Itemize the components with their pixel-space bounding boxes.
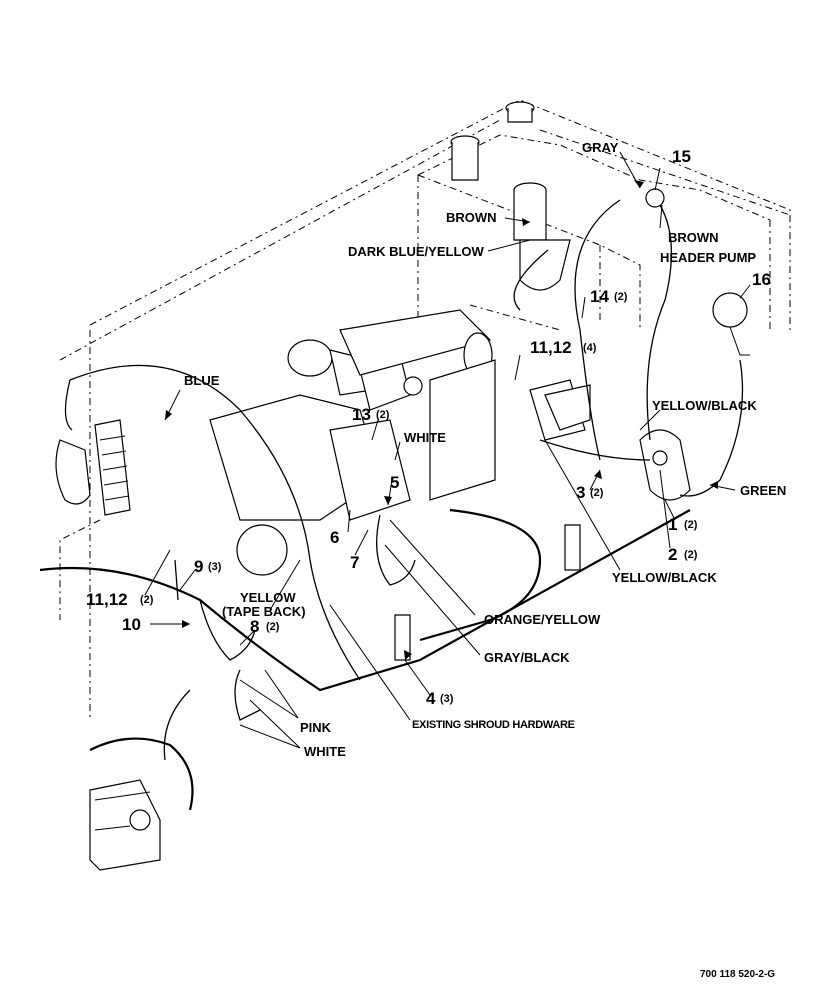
pump-assembly — [209, 309, 691, 576]
label-item-6: 6 — [330, 528, 339, 547]
label-item-8-qty: (2) — [266, 621, 280, 633]
terminal-strip — [55, 419, 131, 516]
figure-id: 700 118 520-2-G — [700, 969, 775, 980]
label-item-4-qty: (3) — [440, 693, 454, 705]
label-item-13-qty: (2) — [376, 409, 390, 421]
label-item-7: 7 — [350, 553, 359, 572]
label-gray-black: GRAY/BLACK — [484, 650, 570, 665]
labels: GRAY 15 BROWN BROWN HEADER PUMP DARK BLU… — [86, 140, 786, 980]
label-yellow-black-top: YELLOW/BLACK — [652, 398, 757, 413]
label-white-bottom: WHITE — [304, 744, 346, 759]
label-item-1-qty: (2) — [684, 519, 698, 531]
label-item-3: 3 — [576, 483, 585, 502]
label-item-2: 2 — [668, 545, 677, 564]
label-item-9: 9 — [194, 557, 203, 576]
arrowheads — [165, 180, 718, 660]
label-item-8: 8 — [250, 617, 259, 636]
label-pink: PINK — [300, 720, 332, 735]
label-item-15: 15 — [672, 147, 691, 166]
label-item-11-12-top-qty: (4) — [583, 342, 597, 354]
label-header-pump: HEADER PUMP — [660, 250, 756, 265]
wiring-runs — [39, 199, 744, 721]
label-item-5: 5 — [390, 473, 399, 492]
label-dark-blue-yellow: DARK BLUE/YELLOW — [348, 244, 485, 259]
label-item-14: 14 — [590, 287, 609, 306]
chassis-outline — [59, 99, 791, 720]
label-green: GREEN — [740, 483, 786, 498]
reservoir-assembly — [450, 101, 750, 356]
label-item-9-qty: (3) — [208, 561, 222, 573]
label-yellow-black-bottom: YELLOW/BLACK — [612, 570, 717, 585]
label-item-16: 16 — [752, 270, 771, 289]
label-brown-top: BROWN — [446, 210, 497, 225]
label-item-2-qty: (2) — [684, 549, 698, 561]
label-blue: BLUE — [184, 373, 220, 388]
label-item-4: 4 — [426, 689, 436, 708]
label-orange-yellow: ORANGE/YELLOW — [484, 612, 601, 627]
label-item-14-qty: (2) — [614, 291, 628, 303]
label-yellow-tape: YELLOW — [240, 590, 296, 605]
label-existing-shroud-hardware: EXISTING SHROUD HARDWARE — [412, 719, 575, 731]
label-item-1: 1 — [668, 515, 677, 534]
label-item-13: 13 — [352, 405, 371, 424]
detail-inset — [89, 689, 194, 871]
label-tape-back: (TAPE BACK) — [222, 604, 306, 619]
label-item-10: 10 — [122, 615, 141, 634]
label-item-11-12-left-qty: (2) — [140, 594, 154, 606]
label-gray: GRAY — [582, 140, 619, 155]
label-white-mid: WHITE — [404, 430, 446, 445]
label-brown-right: BROWN — [668, 230, 719, 245]
label-item-3-qty: (2) — [590, 487, 604, 499]
label-item-11-12-top: 11,12 — [530, 338, 572, 357]
label-item-11-12-left: 11,12 — [86, 590, 128, 609]
